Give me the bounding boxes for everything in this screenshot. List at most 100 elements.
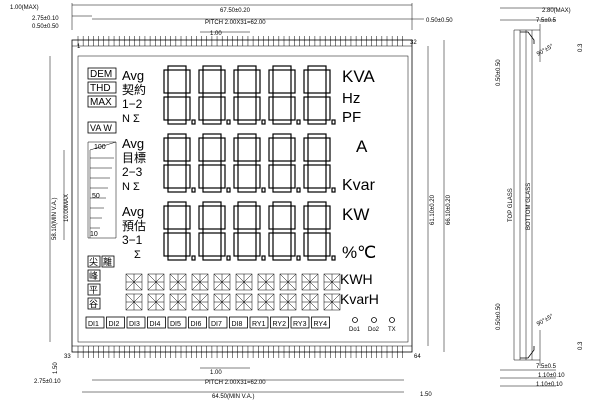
- glass-outline: [71, 39, 413, 353]
- alnum-digit: [213, 273, 231, 291]
- seven-seg-digit: [233, 65, 266, 125]
- alnum-digit: [213, 293, 231, 311]
- seven-seg-digit: [303, 65, 336, 125]
- di-label: DI2: [109, 321, 120, 328]
- bar-graph: 100 50 10: [87, 141, 117, 239]
- di-box-di2: DI2: [106, 316, 125, 329]
- dim-top-left-max: 1.00(MAX): [10, 5, 39, 11]
- tariff-ml: 峰: [89, 271, 98, 281]
- di-box-di1: DI1: [85, 316, 105, 329]
- seven-seg-digit: [163, 65, 196, 125]
- alnum-digit: [301, 293, 319, 311]
- side-top-right: 0.3: [578, 43, 584, 52]
- alnum-digit: [235, 293, 253, 311]
- dim-top-left-pitch-offset: 2.75±0.10: [32, 16, 59, 22]
- row1-avg: Avg: [122, 68, 144, 83]
- di-label: DI7: [211, 321, 222, 328]
- dim-top-pin-spacing: 1.00: [210, 31, 222, 37]
- dim-bottom-va: 64.50(MIN V.A.): [212, 394, 254, 400]
- alnum-digit: [147, 273, 165, 291]
- row1-zh: 契約: [122, 82, 146, 97]
- tariff-tr: 離: [103, 256, 112, 267]
- dim-top-left-pin: 0.50±0.50: [32, 24, 59, 30]
- seven-seg-digit: [233, 133, 266, 193]
- dim-top-right-pin: 0.50±0.50: [426, 18, 453, 24]
- di-label: RY1: [252, 321, 266, 328]
- label-max: MAX: [90, 97, 112, 108]
- di-label: RY2: [273, 321, 287, 328]
- di-box-di4: DI4: [147, 316, 166, 329]
- alnum-digits: [125, 273, 341, 311]
- row2-zh: 目標: [122, 151, 146, 165]
- side-bottom-glass: BOTTOM GLASS: [526, 183, 532, 230]
- seven-seg-digit: [163, 201, 196, 261]
- di-box-di7: DI7: [208, 316, 228, 329]
- dim-bottom-pitch: PITCH 2.00X31=62.00: [205, 380, 266, 386]
- left-dimensions: 58.10(MIN V.A.) 10.00MAX 1.50: [49, 56, 70, 374]
- seven-seg-digit: [303, 201, 336, 261]
- label-vaw: VA W: [90, 123, 112, 133]
- alnum-digit: [257, 293, 275, 311]
- bar-label-10: 10: [90, 231, 98, 238]
- seven-seg-digit: [268, 65, 301, 125]
- side-bottom-1: 1.10±0.10: [538, 373, 565, 379]
- row1-phase: 1−2: [122, 97, 143, 111]
- alnum-digit: [169, 293, 187, 311]
- tariff-tl: 尖: [89, 256, 98, 267]
- di-box-di3: DI3: [126, 316, 146, 329]
- dim-right-outer: 66.10±0.20: [446, 194, 452, 225]
- unit-kwh: KWH: [340, 271, 373, 287]
- dim-left-max: 10.00MAX: [64, 194, 70, 222]
- side-bottom-angle: 90°±5°: [536, 313, 555, 328]
- alnum-digit: [279, 293, 297, 311]
- alnum-digit: [257, 273, 275, 291]
- row3-ns: Σ: [134, 249, 141, 261]
- alnum-digit: [125, 293, 143, 311]
- di-label: DI8: [232, 321, 243, 328]
- alnum-digit: [191, 293, 209, 311]
- di-label: DI1: [88, 321, 99, 328]
- seven-seg-digit: [198, 65, 231, 125]
- unit-pf: PF: [342, 109, 361, 126]
- alnum-digit: [191, 273, 209, 291]
- row2-avg: Avg: [122, 136, 144, 151]
- alnum-digit: [279, 273, 297, 291]
- top-dimensions: 67.50±0.20 PITCH 2.00X31=62.00 1.00 1.00…: [10, 3, 453, 37]
- di-box-ry4: RY4: [311, 316, 330, 329]
- alnum-digit: [301, 273, 319, 291]
- pin-33: 33: [64, 354, 71, 360]
- seven-seg-digits: [163, 65, 336, 261]
- tariff-b2: 谷: [89, 299, 98, 309]
- side-top-thickness: 2.80(MAX): [542, 8, 571, 14]
- mode-labels: DEM THD MAX VA W: [87, 67, 117, 134]
- side-top-left: 0.50±0.50: [496, 59, 502, 86]
- bar-label-100: 100: [94, 144, 106, 151]
- di-box-ry1: RY1: [249, 316, 269, 329]
- tariff-bl: 平: [89, 285, 98, 295]
- unit-a: A: [356, 137, 368, 156]
- seven-seg-digit: [233, 201, 266, 261]
- di-box-ry3: RY3: [290, 316, 310, 329]
- row-labels: Avg 契約 1−2 N Σ Avg 目標 2−3 N Σ Avg 預估 3−1…: [122, 68, 146, 261]
- side-top-angle: 90°±5°: [536, 43, 555, 58]
- status-dots: Do1 Do2 TX: [349, 317, 396, 333]
- status-do2: Do2: [368, 327, 380, 333]
- top-pin-comb: [77, 36, 403, 46]
- bottom-dimensions: 1.00 PITCH 2.00X31=62.00 2.75±0.10 64.50…: [34, 367, 432, 400]
- label-thd: THD: [90, 83, 111, 94]
- dim-bottom-pitch-offset: 2.75±0.10: [34, 379, 61, 385]
- di-label: DI3: [129, 321, 140, 328]
- alnum-digit: [235, 273, 253, 291]
- seven-seg-digit: [198, 133, 231, 193]
- side-top-glass: TOP GLASS: [508, 188, 514, 222]
- unit-kvarh: KvarH: [340, 291, 379, 307]
- seven-seg-digit: [268, 133, 301, 193]
- unit-labels: KVA Hz PF A Kvar KW %℃ KWH KvarH: [340, 67, 379, 307]
- dim-left-bottom: 1.50: [53, 362, 59, 374]
- alnum-digit: [323, 273, 341, 291]
- pin-64: 64: [414, 354, 421, 360]
- alnum-digit: [169, 273, 187, 291]
- dim-top-overall: 67.50±0.20: [220, 8, 251, 14]
- row3-avg: Avg: [122, 204, 144, 219]
